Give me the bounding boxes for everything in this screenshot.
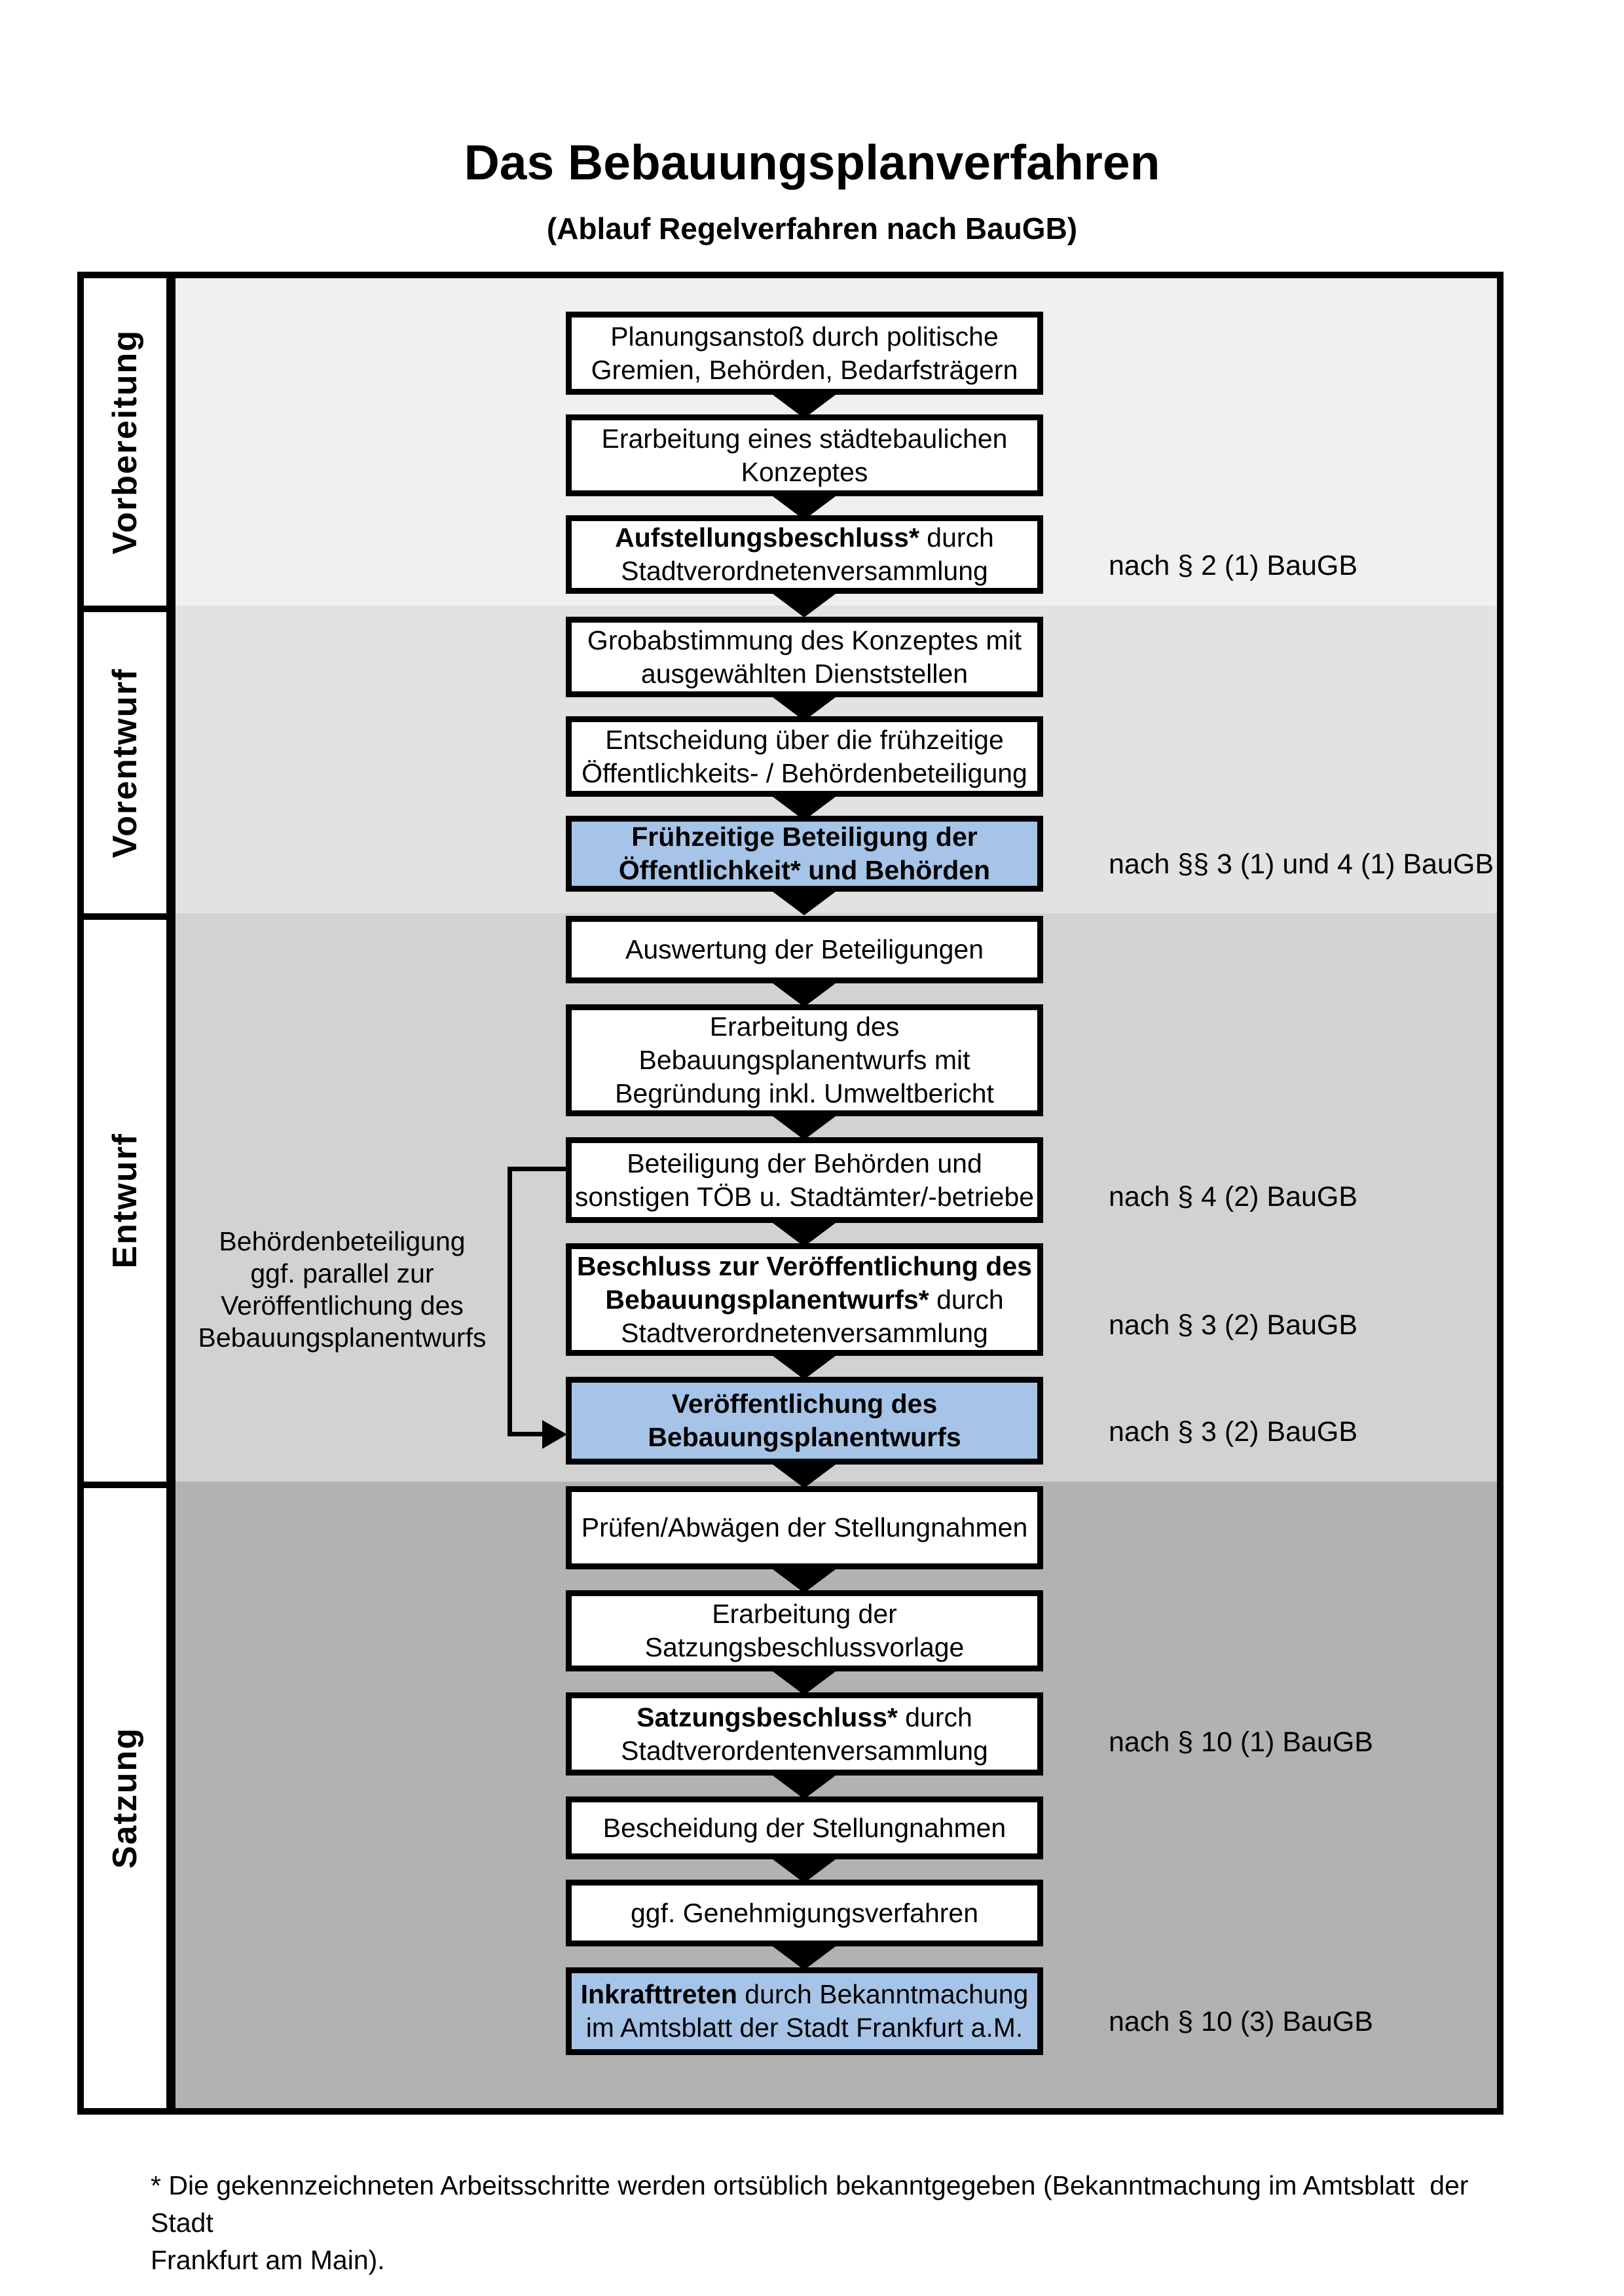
phase-cell-entwurf: Entwurf — [84, 913, 166, 1482]
page-subtitle: (Ablauf Regelverfahren nach BauGB) — [546, 211, 1078, 246]
phase-cell-vorentwurf: Vorentwurf — [84, 606, 166, 913]
phase-cell-satzung: Satzung — [84, 1482, 166, 2108]
phase-band-vorbereitung — [175, 278, 1497, 606]
page-title: Das Bebauungsplanverfahren — [464, 135, 1160, 190]
phase-label: Vorbereitung — [106, 329, 144, 555]
phase-label: Entwurf — [106, 1133, 144, 1269]
footnote: * Die gekennzeichneten Arbeitsschritte w… — [151, 2170, 1469, 2275]
phase-label: Vorentwurf — [106, 667, 144, 858]
column-divider — [166, 278, 175, 2108]
content-column — [175, 278, 1497, 2108]
phase-band-satzung — [175, 1482, 1497, 2108]
phase-cell-vorbereitung: Vorbereitung — [84, 278, 166, 606]
phase-band-vorentwurf — [175, 606, 1497, 913]
parallel-procedure-note: Behördenbeteiligung ggf. parallel zur Ve… — [198, 1226, 487, 1353]
phase-band-entwurf — [175, 913, 1497, 1482]
phase-label: Satzung — [106, 1727, 144, 1869]
